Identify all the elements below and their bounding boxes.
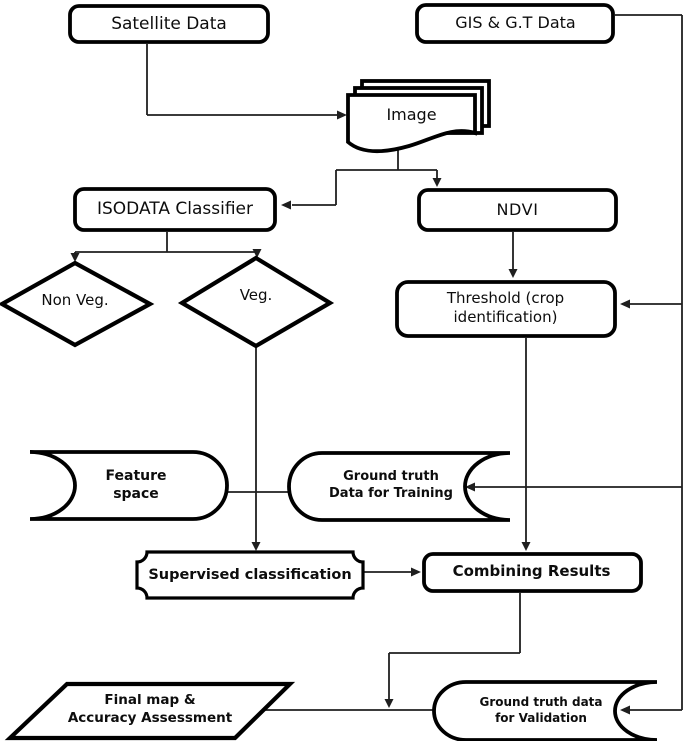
- gt-validation-node: [432, 680, 658, 741]
- final-map-parallelogram: [4, 681, 296, 741]
- satellite-data-node: [68, 4, 270, 44]
- combining-results-node: [422, 552, 643, 593]
- connector-lines: [74, 14, 683, 711]
- image-front-sheet: [346, 93, 477, 153]
- veg-diamond: [177, 255, 335, 349]
- gt-training-node: [287, 451, 511, 522]
- threshold-node: [395, 280, 617, 338]
- image-document-node: [346, 79, 491, 153]
- ndvi-node: [417, 188, 618, 232]
- non-veg-diamond: [0, 260, 155, 348]
- feature-space-node: [29, 450, 229, 521]
- gis-data-node: [415, 3, 615, 44]
- arrowheads: [70, 110, 630, 715]
- isodata-classifier-node: [73, 187, 277, 232]
- supervised-classification-node: [135, 550, 365, 600]
